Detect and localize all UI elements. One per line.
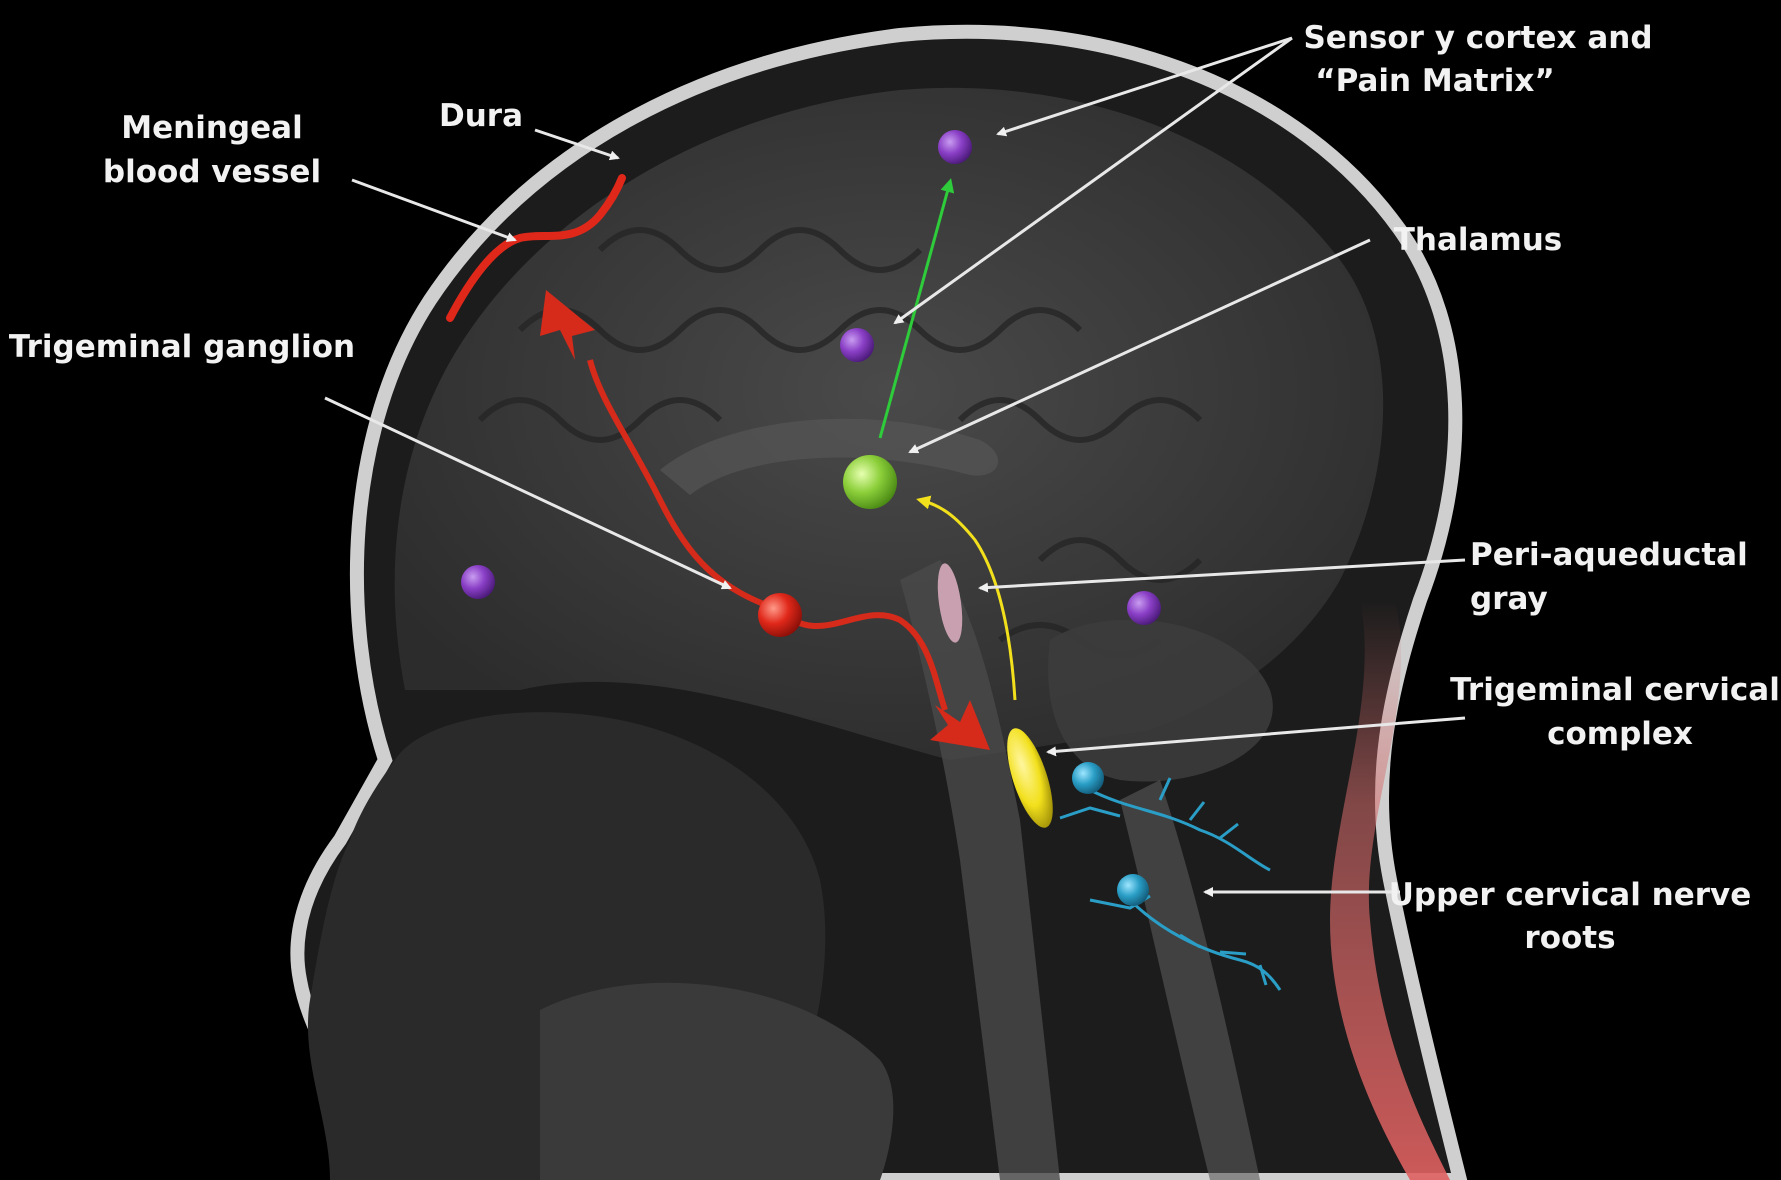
- cortex-node-sphere-icon: [840, 328, 874, 362]
- label-meningeal-line1: Meningeal: [121, 110, 302, 146]
- label-sensory-line2: “Pain Matrix”: [1315, 63, 1555, 99]
- label-trigeminal-ganglion: Trigeminal ganglion: [9, 329, 355, 365]
- label-pag-line1: Peri-aqueductal: [1470, 537, 1748, 573]
- label-meningeal-line2: blood vessel: [103, 154, 321, 190]
- trigeminal-ganglion-sphere-icon: [758, 593, 802, 637]
- label-ucnr-line1: Upper cervical nerve: [1389, 877, 1752, 913]
- cortex-node-sphere-icon: [461, 565, 495, 599]
- label-ucnr-line2: roots: [1524, 920, 1615, 956]
- label-tcc-line2: complex: [1547, 716, 1693, 752]
- cervical-root-sphere-icon: [1117, 874, 1149, 906]
- cervical-root-sphere-icon: [1072, 762, 1104, 794]
- cortex-node-sphere-icon: [938, 130, 972, 164]
- cortex-node-sphere-icon: [1127, 591, 1161, 625]
- label-dura: Dura: [439, 98, 523, 134]
- label-thalamus: Thalamus: [1394, 222, 1563, 258]
- label-tcc-line1: Trigeminal cervical: [1450, 672, 1780, 708]
- label-pag-line2: gray: [1470, 581, 1548, 617]
- label-sensory-line1: Sensor y cortex and: [1303, 20, 1652, 56]
- thalamus-sphere-icon: [843, 455, 897, 509]
